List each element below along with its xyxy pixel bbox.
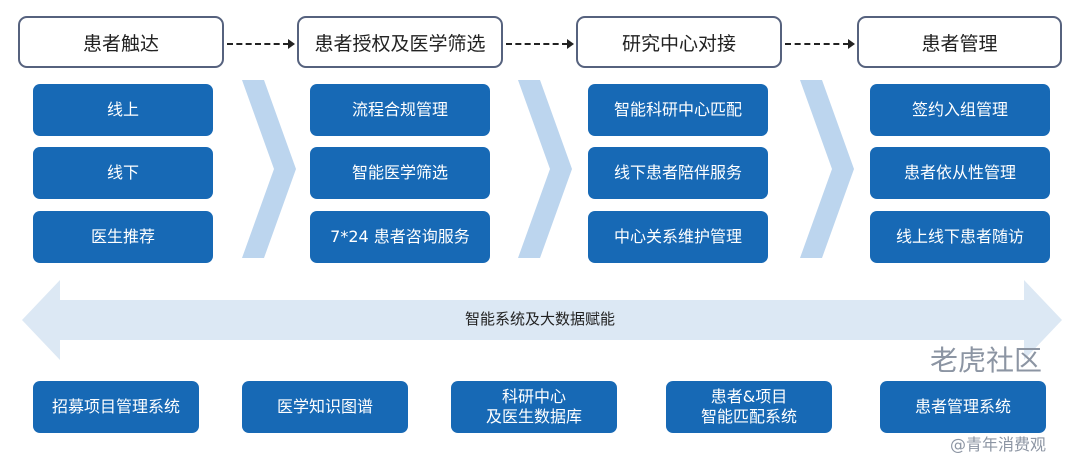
system-box: 患者&项目 智能匹配系统	[666, 381, 832, 433]
stage-item: 线上	[33, 84, 213, 136]
stage-item: 线下患者陪伴服务	[588, 147, 768, 199]
platform-label: 智能系统及大数据赋能	[464, 310, 615, 328]
stage-item: 智能科研中心匹配	[588, 84, 768, 136]
watermark-author: @青年消费观	[950, 435, 1047, 454]
stage-item: 医生推荐	[33, 211, 213, 263]
stage-item: 中心关系维护管理	[588, 211, 768, 263]
stage-item: 线上线下患者随访	[870, 211, 1050, 263]
double-arrow-band	[22, 280, 1062, 360]
dashed-arrow	[506, 39, 574, 49]
chevron-icon	[800, 80, 854, 258]
stage-header-3: 研究中心对接	[576, 16, 782, 68]
system-box: 科研中心 及医生数据库	[451, 381, 617, 433]
stage-item: 智能医学筛选	[310, 147, 490, 199]
chevron-icon	[518, 80, 572, 258]
stage-header-4: 患者管理	[857, 16, 1062, 68]
system-box: 招募项目管理系统	[33, 381, 199, 433]
chevron-icon	[242, 80, 296, 258]
system-box: 医学知识图谱	[242, 381, 408, 433]
stage-item: 线下	[33, 147, 213, 199]
stage-item: 流程合规管理	[310, 84, 490, 136]
stage-header-1: 患者触达	[18, 16, 224, 68]
stage-header-2: 患者授权及医学筛选	[297, 16, 503, 68]
system-box: 患者管理系统	[880, 381, 1046, 433]
stage-item: 7*24 患者咨询服务	[310, 211, 490, 263]
stage-item: 患者依从性管理	[870, 147, 1050, 199]
stage-item: 签约入组管理	[870, 84, 1050, 136]
watermark-brand: 老虎社区	[930, 344, 1043, 377]
dashed-arrow	[785, 39, 855, 49]
dashed-arrow	[227, 39, 295, 49]
